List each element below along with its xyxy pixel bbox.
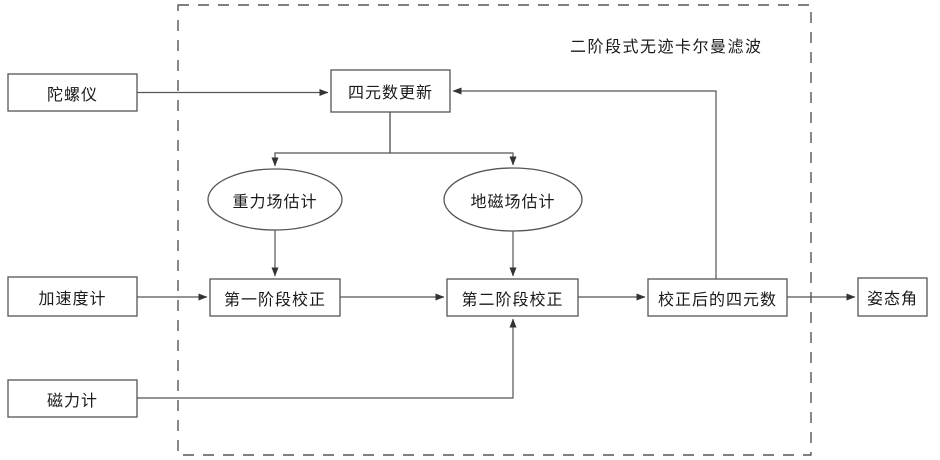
node-label-first-stage-correction[interactable]: 第一阶段校正 bbox=[223, 291, 326, 309]
node-label-gravity-estimation[interactable]: 重力场估计 bbox=[232, 193, 318, 211]
node-label-accelerometer[interactable]: 加速度计 bbox=[38, 290, 107, 308]
edge-quaternion-update-to-geomagnetic bbox=[389, 112, 517, 166]
node-gyroscope[interactable] bbox=[7, 73, 138, 112]
node-label-magnetometer[interactable]: 磁力计 bbox=[46, 392, 98, 410]
node-label-geomagnetic-estimation[interactable]: 地磁场估计 bbox=[470, 193, 556, 211]
node-quaternion-update[interactable] bbox=[330, 69, 451, 113]
group-container-utkf bbox=[177, 4, 812, 456]
node-label-quaternion-update[interactable]: 四元数更新 bbox=[347, 85, 433, 102]
node-label-second-stage-correction[interactable]: 第二阶段校正 bbox=[461, 291, 564, 309]
node-label-attitude-angle[interactable]: 姿态角 bbox=[866, 291, 918, 308]
group-title-utkf: 二阶段式无迹卡尔曼滤波 bbox=[570, 39, 763, 56]
edge-quaternion-update-to-gravity bbox=[271, 112, 391, 167]
node-label-gyroscope[interactable]: 陀螺仪 bbox=[46, 86, 98, 104]
node-attitude-angle[interactable] bbox=[857, 277, 928, 317]
node-magnetometer[interactable] bbox=[7, 379, 138, 418]
node-second-stage-correction[interactable] bbox=[446, 278, 579, 317]
edge-magnetometer-to-second-stage bbox=[137, 318, 517, 399]
node-corrected-quaternion[interactable] bbox=[647, 278, 788, 317]
edge-corrected-quaternion-feedback-to-update bbox=[452, 87, 717, 279]
node-label-corrected-quaternion[interactable]: 校正后的四元数 bbox=[657, 291, 777, 309]
node-accelerometer[interactable] bbox=[7, 276, 138, 317]
